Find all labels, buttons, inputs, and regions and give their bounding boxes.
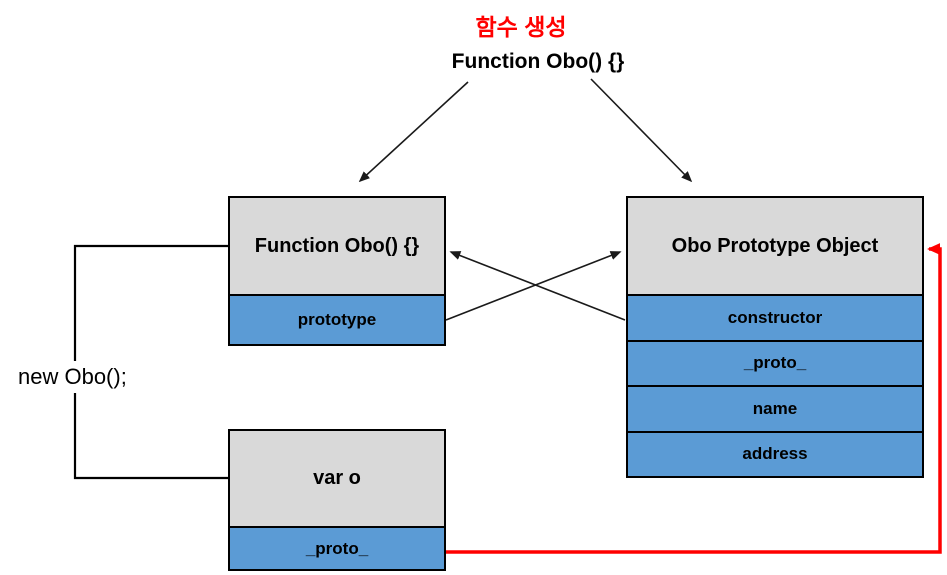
box-obo-prototype-header: Obo Prototype Object bbox=[628, 198, 922, 296]
box-obo-prototype-object: Obo Prototype Object constructor _proto_… bbox=[626, 196, 924, 478]
row-proto: _proto_ bbox=[628, 341, 922, 387]
arrow-title-to-prototype-box bbox=[590, 78, 693, 183]
box-var-o-header: var o bbox=[230, 431, 444, 528]
row-prototype: prototype bbox=[230, 296, 444, 344]
box-function-obo-header: Function Obo() {} bbox=[230, 198, 444, 296]
box-function-obo: Function Obo() {} prototype bbox=[228, 196, 446, 346]
row-name: name bbox=[628, 387, 922, 433]
row-address: address bbox=[628, 432, 922, 476]
box-var-o: var o _proto_ bbox=[228, 429, 446, 571]
title-function-obo: Function Obo() {} bbox=[451, 50, 625, 73]
arrow-constructor-to-function bbox=[449, 251, 626, 321]
title-korean: 함수 생성 bbox=[475, 14, 567, 40]
arrow-title-to-function-box bbox=[358, 81, 469, 183]
row-constructor: constructor bbox=[628, 296, 922, 342]
arrow-prototype-to-prototype-object bbox=[445, 251, 622, 321]
row-var-o-proto: _proto_ bbox=[230, 528, 444, 569]
arrow-proto-to-prototype-object bbox=[446, 243, 942, 554]
new-obo-label: new Obo(); bbox=[13, 361, 132, 393]
